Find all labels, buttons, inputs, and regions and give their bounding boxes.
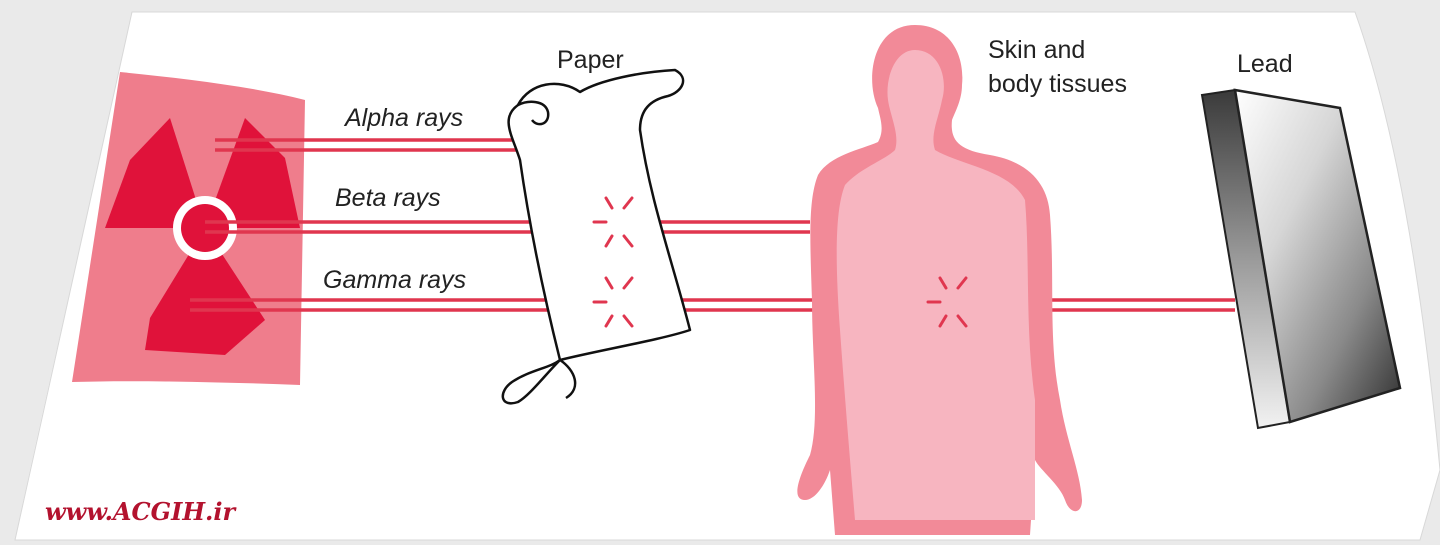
skin-label-line2: body tissues xyxy=(988,70,1127,98)
gamma-rays-label: Gamma rays xyxy=(323,266,466,294)
paper-label: Paper xyxy=(557,46,624,74)
beta-rays-label: Beta rays xyxy=(335,184,441,212)
lead-label: Lead xyxy=(1237,50,1293,78)
alpha-rays-label: Alpha rays xyxy=(343,104,463,132)
skin-label-line1: Skin and xyxy=(988,36,1085,64)
watermark-text: www.ACGIH.ir xyxy=(45,497,238,526)
radiation-source xyxy=(72,72,305,385)
